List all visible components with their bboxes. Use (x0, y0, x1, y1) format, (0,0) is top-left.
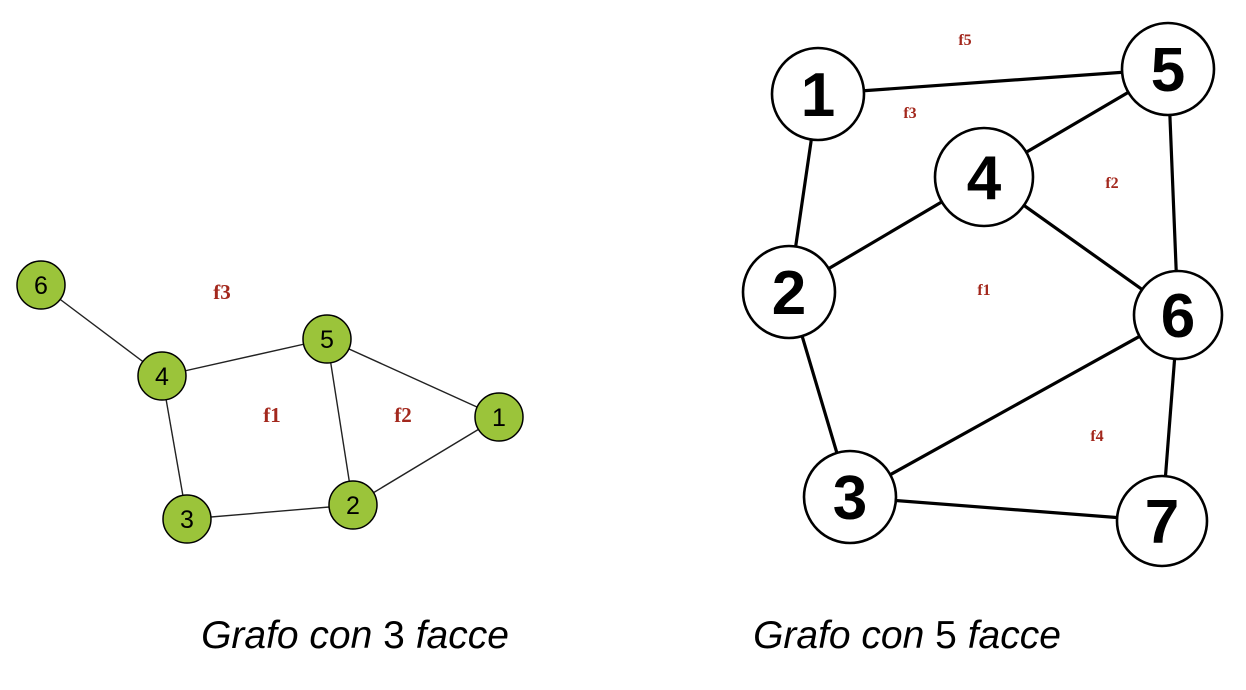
edge-1-5 (817, 67, 1169, 96)
node-circle (1132, 269, 1224, 361)
edge-3-7 (849, 495, 1163, 523)
node-label: 2 (772, 259, 806, 328)
caption-left: Grafo con 3 facce (201, 614, 509, 657)
graph-right-faces: f5 f3 f2 f1 f4 (903, 32, 1118, 445)
node-label: 5 (1151, 36, 1185, 105)
node-7: 7 (1115, 474, 1209, 568)
caption-right-number: 5 (935, 614, 957, 657)
node-circle (770, 46, 866, 142)
node-circle (741, 244, 837, 340)
node-circle (1120, 21, 1216, 117)
node-5: 5 (1120, 21, 1216, 117)
face-label-f2: f2 (1105, 175, 1118, 192)
caption-right-prefix: Grafo con (753, 614, 924, 657)
caption-left-prefix: Grafo con (201, 614, 372, 657)
node-label: 2 (346, 492, 360, 520)
node-2: 2 (741, 244, 837, 340)
node-circle (933, 126, 1035, 228)
caption-right: Grafo con 5 facce (753, 614, 1061, 657)
node-circle (137, 351, 187, 401)
node-label: 3 (180, 506, 194, 534)
node-circle (16, 260, 66, 310)
node-3: 3 (162, 494, 212, 544)
node-circle (162, 494, 212, 544)
node-6: 6 (16, 260, 66, 310)
node-circle (474, 392, 524, 442)
node-1: 1 (770, 46, 866, 142)
face-label-f1: f1 (977, 282, 990, 299)
node-label: 1 (801, 61, 835, 130)
node-label: 7 (1145, 488, 1179, 557)
node-label: 3 (833, 464, 867, 533)
node-2: 2 (328, 480, 378, 530)
node-5: 5 (302, 314, 352, 364)
node-circle (302, 314, 352, 364)
face-label-f3: f3 (213, 280, 231, 304)
graph-left: 6 4 5 1 3 2 f3 f1 f2 Grafo con 3 facce (16, 260, 524, 657)
edge-6-4 (40, 284, 163, 377)
edge-5-1 (326, 338, 500, 418)
graph-right: 1 5 4 2 6 3 7 f5 f3 f2 f1 f4 Grafo con 5 facce (741, 21, 1224, 657)
node-label: 6 (1161, 282, 1195, 351)
node-circle (328, 480, 378, 530)
graph-left-nodes: 6 4 5 1 3 2 (16, 260, 524, 544)
edge-3-6 (849, 313, 1179, 499)
edge-4-5 (161, 338, 328, 377)
node-4: 4 (933, 126, 1035, 228)
graph-right-nodes: 1 5 4 2 6 3 7 (741, 21, 1224, 568)
node-3: 3 (802, 449, 898, 545)
node-label: 4 (967, 144, 1002, 213)
face-label-f3: f3 (903, 105, 916, 122)
graph-left-edges (40, 284, 500, 520)
caption-left-suffix: facce (416, 614, 509, 657)
graph-left-faces: f3 f1 f2 (213, 280, 412, 427)
node-circle (1115, 474, 1209, 568)
caption-right-suffix: facce (968, 614, 1061, 657)
node-label: 6 (34, 272, 48, 300)
node-1: 1 (474, 392, 524, 442)
face-label-f2: f2 (394, 403, 412, 427)
face-label-f4: f4 (1090, 428, 1103, 445)
node-4: 4 (137, 351, 187, 401)
node-label: 4 (155, 363, 169, 391)
caption-left-number: 3 (383, 614, 405, 657)
edge-2-1 (352, 416, 500, 506)
edge-3-2 (186, 504, 354, 520)
node-circle (802, 449, 898, 545)
node-label: 5 (320, 326, 334, 354)
face-label-f1: f1 (263, 403, 281, 427)
face-label-f5: f5 (958, 32, 971, 49)
edge-5-2 (326, 338, 354, 506)
node-6: 6 (1132, 269, 1224, 361)
node-label: 1 (492, 404, 506, 432)
